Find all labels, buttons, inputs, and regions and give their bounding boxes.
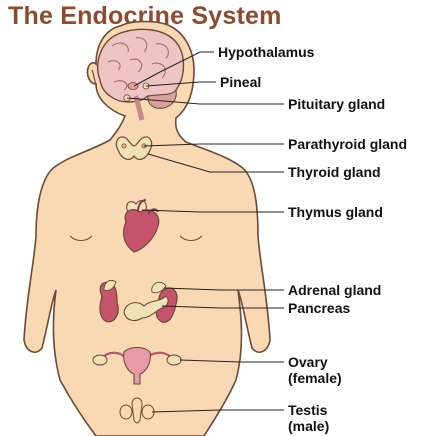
label-pituitary: Pituitary gland [288,96,386,112]
ovary-left [92,354,108,366]
testis-left [119,404,133,420]
label-thyroid: Thyroid gland [288,164,381,180]
thyroid-gland [115,136,153,160]
leader-ovary [179,359,284,363]
label-pancreas: Pancreas [288,300,351,316]
label-thymus: Thymus gland [288,204,383,220]
uterus [123,346,151,385]
label-adrenal: Adrenal gland [288,282,382,298]
leader-pituitary [126,97,284,105]
brain [97,28,185,103]
leader-parathyroid [143,143,284,147]
leader-pancreas [161,305,284,309]
brain-folds [107,37,169,91]
parathyroid-gland-left [121,143,127,149]
pancreas [123,295,169,322]
leader-lines [126,51,284,413]
label-testis-sub: (male) [288,418,330,434]
leader-testis [151,409,284,413]
label-testis: Testis [288,402,328,418]
leader-adrenal [163,287,284,291]
penis [131,397,143,424]
heart-vessels [137,199,159,215]
adrenal-gland-left [103,279,117,291]
cerebellum [147,88,177,109]
brain-stem [133,95,145,121]
leader-thyroid [147,153,284,173]
label-ovary-sub: (female) [288,370,342,386]
ear-detail [91,69,97,85]
leader-pineal [145,81,216,87]
hypothalamus-gland [127,82,139,90]
chest-lines [69,235,203,242]
leader-hypothalamus [133,51,214,87]
ovary-right [166,354,182,366]
label-parathyroid: Parathyroid gland [288,136,408,152]
label-pineal: Pineal [220,74,262,90]
label-ovary: Ovary [288,354,328,370]
heart [122,209,160,253]
label-hypothalamus: Hypothalamus [218,44,315,60]
leader-thymus [141,209,284,213]
adrenal-gland-right [151,281,167,294]
